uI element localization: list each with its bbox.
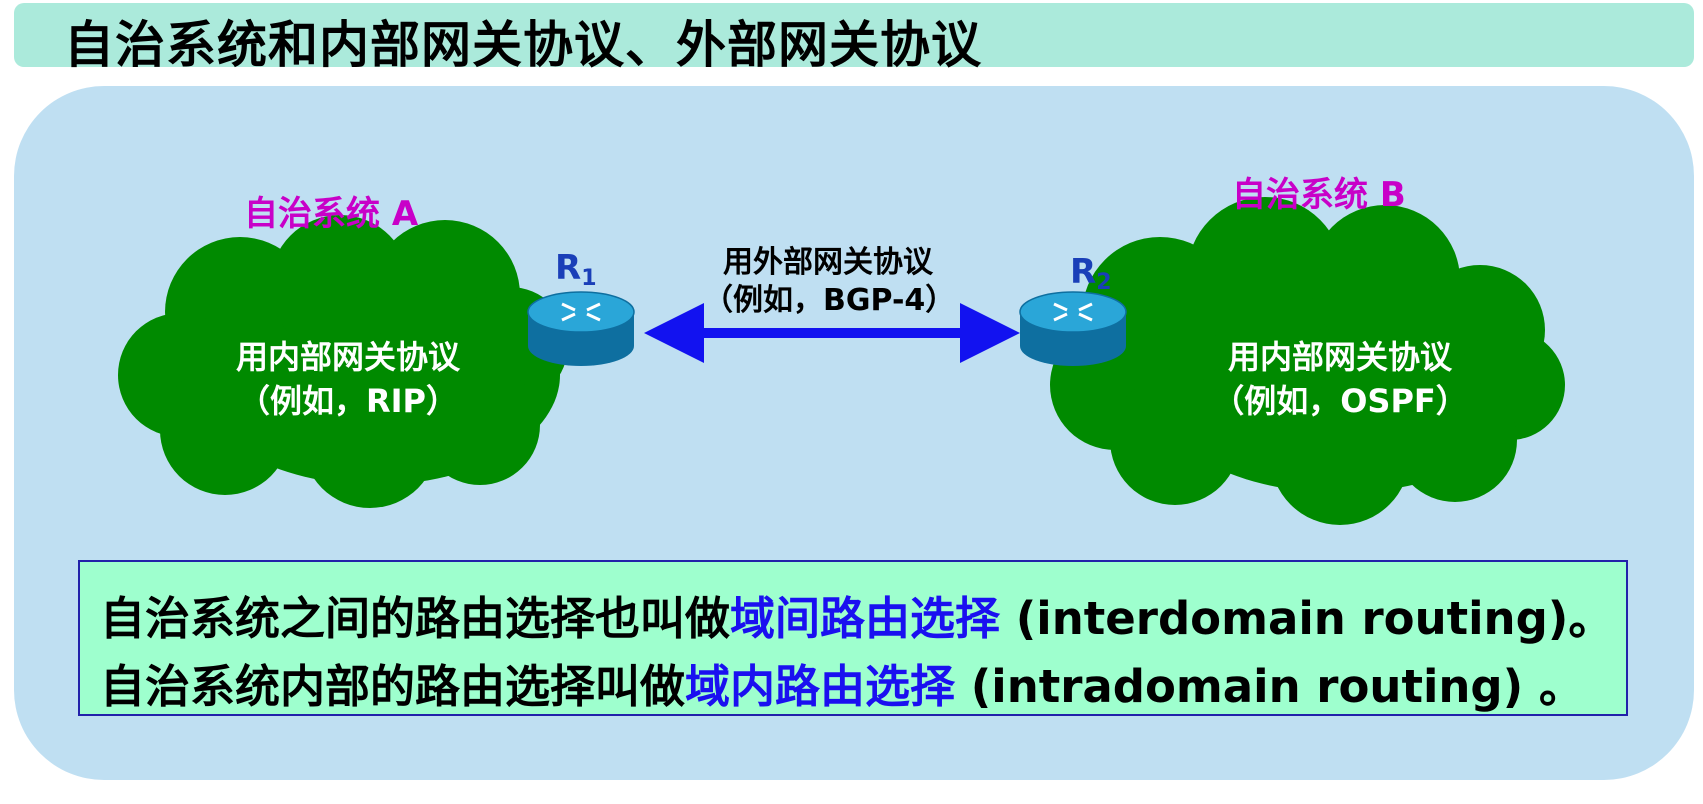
cloud-a-text: 用内部网关协议 （例如，RIP） bbox=[208, 335, 488, 423]
as-b-label: 自治系统 B bbox=[1232, 175, 1406, 215]
title-bar: 自治系统和内部网关协议、外部网关协议 bbox=[14, 3, 1694, 74]
note-line-2-suffix: (intradomain routing) 。 bbox=[955, 660, 1584, 713]
note-line-2-highlight: 域内路由选择 bbox=[685, 660, 956, 713]
cloud-b-line2: （例如，OSPF） bbox=[1212, 382, 1468, 420]
note-line-1-text: 自治系统之间的路由选择也叫做 bbox=[100, 592, 731, 645]
router-r2-icon bbox=[1019, 291, 1127, 366]
page-title: 自治系统和内部网关协议、外部网关协议 bbox=[64, 16, 982, 74]
cloud-a-line1: 用内部网关协议 bbox=[235, 338, 460, 376]
router-r1-sub: 1 bbox=[581, 266, 597, 291]
note-box: 自治系统之间的路由选择也叫做域间路由选择 (interdomain routin… bbox=[78, 560, 1628, 716]
cloud-as-b bbox=[1050, 197, 1565, 525]
bgp-link-line2: （例如，BGP-4） bbox=[703, 283, 956, 318]
as-a-label: 自治系统 A bbox=[244, 194, 419, 234]
note-line-1-highlight: 域间路由选择 bbox=[730, 592, 1001, 645]
bgp-link-line1: 用外部网关协议 bbox=[723, 245, 933, 280]
note-line-1-suffix: (interdomain routing)。 bbox=[1000, 592, 1614, 645]
note-line-1: 自治系统之间的路由选择也叫做域间路由选择 (interdomain routin… bbox=[100, 582, 1613, 647]
note-line-2: 自治系统内部的路由选择叫做域内路由选择 (intradomain routing… bbox=[100, 650, 1584, 715]
router-r2-name: R bbox=[1070, 252, 1097, 292]
bgp-link-text: 用外部网关协议 （例如，BGP-4） bbox=[703, 244, 956, 320]
router-r1-name: R bbox=[555, 248, 582, 288]
router-r2-label: R2 bbox=[1070, 252, 1112, 295]
router-r1-label: R1 bbox=[555, 248, 597, 291]
cloud-b-text: 用内部网关协议 （例如，OSPF） bbox=[1190, 335, 1490, 423]
cloud-a-line2: （例如，RIP） bbox=[237, 382, 458, 420]
cloud-b-line1: 用内部网关协议 bbox=[1227, 338, 1452, 376]
router-r1-icon bbox=[527, 291, 635, 366]
note-line-2-text: 自治系统内部的路由选择叫做 bbox=[100, 660, 686, 713]
cloud-as-a bbox=[118, 215, 568, 508]
router-r2-sub: 2 bbox=[1096, 270, 1112, 295]
